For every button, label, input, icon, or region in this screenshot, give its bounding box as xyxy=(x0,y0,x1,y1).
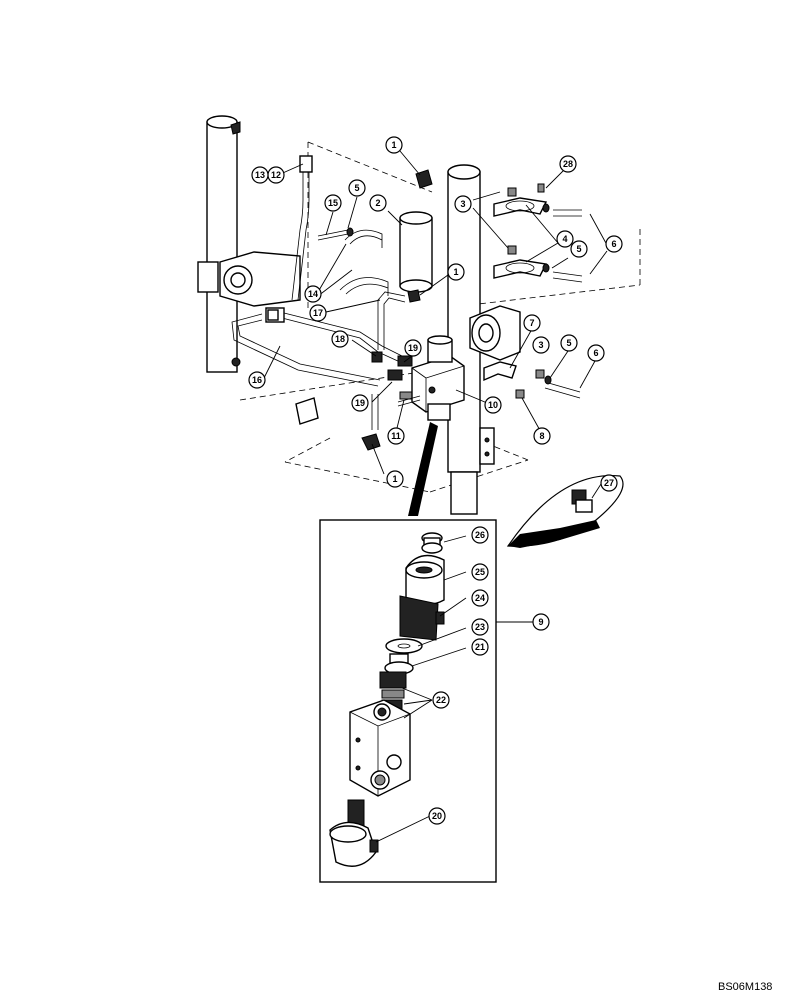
svg-text:8: 8 xyxy=(539,431,544,441)
callout-7: 7 xyxy=(523,314,541,332)
callout-1-bottom: 1 xyxy=(386,470,404,488)
callout-25: 25 xyxy=(471,563,489,581)
fittings xyxy=(267,169,433,451)
callout-1-top: 1 xyxy=(385,136,403,154)
svg-text:9: 9 xyxy=(538,617,543,627)
callout-26: 26 xyxy=(471,526,489,544)
svg-text:1: 1 xyxy=(453,267,458,277)
drawing-code: BS06M138 xyxy=(718,981,772,993)
callout-11: 11 xyxy=(387,427,405,445)
callout-18: 18 xyxy=(331,330,349,348)
svg-text:4: 4 xyxy=(562,234,567,244)
svg-text:6: 6 xyxy=(611,239,616,249)
svg-text:17: 17 xyxy=(313,308,323,318)
callout-3-lower: 3 xyxy=(532,336,550,354)
loose-bolts xyxy=(295,227,421,425)
svg-text:10: 10 xyxy=(488,400,498,410)
callout-28: 28 xyxy=(559,155,577,173)
svg-text:13: 13 xyxy=(255,170,265,180)
callout-14: 14 xyxy=(304,285,322,303)
svg-text:28: 28 xyxy=(563,159,573,169)
callout-23: 23 xyxy=(471,618,489,636)
callout-19-upper: 19 xyxy=(404,339,422,357)
callout-22: 22 xyxy=(432,691,450,709)
callout-16: 16 xyxy=(248,371,266,389)
right-cylinder xyxy=(447,164,521,515)
svg-text:23: 23 xyxy=(475,622,485,632)
svg-text:1: 1 xyxy=(391,140,396,150)
svg-text:3: 3 xyxy=(460,199,465,209)
svg-text:21: 21 xyxy=(475,642,485,652)
callout-17: 17 xyxy=(309,304,327,322)
callout-1-middle: 1 xyxy=(447,263,465,281)
svg-text:25: 25 xyxy=(475,567,485,577)
svg-text:2: 2 xyxy=(375,198,380,208)
callout-2: 2 xyxy=(369,194,387,212)
svg-text:7: 7 xyxy=(529,318,534,328)
accumulator xyxy=(399,211,433,293)
leader-lines xyxy=(263,150,608,843)
svg-text:11: 11 xyxy=(391,431,401,441)
callout-5-left: 5 xyxy=(348,179,366,197)
callout-9: 9 xyxy=(532,613,550,631)
svg-text:19: 19 xyxy=(355,398,365,408)
svg-text:5: 5 xyxy=(566,338,571,348)
svg-text:5: 5 xyxy=(354,183,359,193)
callout-5-lower: 5 xyxy=(560,334,578,352)
svg-text:5: 5 xyxy=(576,244,581,254)
svg-text:12: 12 xyxy=(271,170,281,180)
svg-text:24: 24 xyxy=(475,593,485,603)
callout-8: 8 xyxy=(533,427,551,445)
callout-5-right: 5 xyxy=(570,240,588,258)
callout-19-lower: 19 xyxy=(351,394,369,412)
svg-text:18: 18 xyxy=(335,334,345,344)
callout-13: 13 xyxy=(251,166,269,184)
callout-20: 20 xyxy=(428,807,446,825)
callout-6-lower: 6 xyxy=(587,344,605,362)
svg-text:19: 19 xyxy=(408,343,418,353)
callouts: 1 1 1 2 3 3 4 5 5 5 6 6 6 7 8 9 10 11 12… xyxy=(248,136,623,825)
svg-text:15: 15 xyxy=(328,198,338,208)
callout-12: 12 xyxy=(267,166,285,184)
callout-10: 10 xyxy=(484,396,502,414)
svg-text:3: 3 xyxy=(538,340,543,350)
clamps xyxy=(483,183,583,399)
svg-text:6: 6 xyxy=(593,348,598,358)
detail-pointer xyxy=(408,422,438,516)
callout-3-top: 3 xyxy=(454,195,472,213)
svg-text:27: 27 xyxy=(604,478,614,488)
svg-text:16: 16 xyxy=(252,375,262,385)
svg-text:1: 1 xyxy=(392,474,397,484)
solenoid-valve-parts xyxy=(329,532,445,867)
left-cylinder xyxy=(197,115,301,373)
svg-text:22: 22 xyxy=(436,695,446,705)
svg-text:26: 26 xyxy=(475,530,485,540)
callout-4: 4 xyxy=(556,230,574,248)
connector-detail xyxy=(506,474,624,548)
svg-text:20: 20 xyxy=(432,811,442,821)
callout-27: 27 xyxy=(600,474,618,492)
u-bolts xyxy=(339,229,389,296)
callout-6-top: 6 xyxy=(605,235,623,253)
callout-15: 15 xyxy=(324,194,342,212)
callout-24: 24 xyxy=(471,589,489,607)
svg-text:14: 14 xyxy=(308,289,318,299)
callout-21: 21 xyxy=(471,638,489,656)
detail-frame xyxy=(319,519,497,883)
